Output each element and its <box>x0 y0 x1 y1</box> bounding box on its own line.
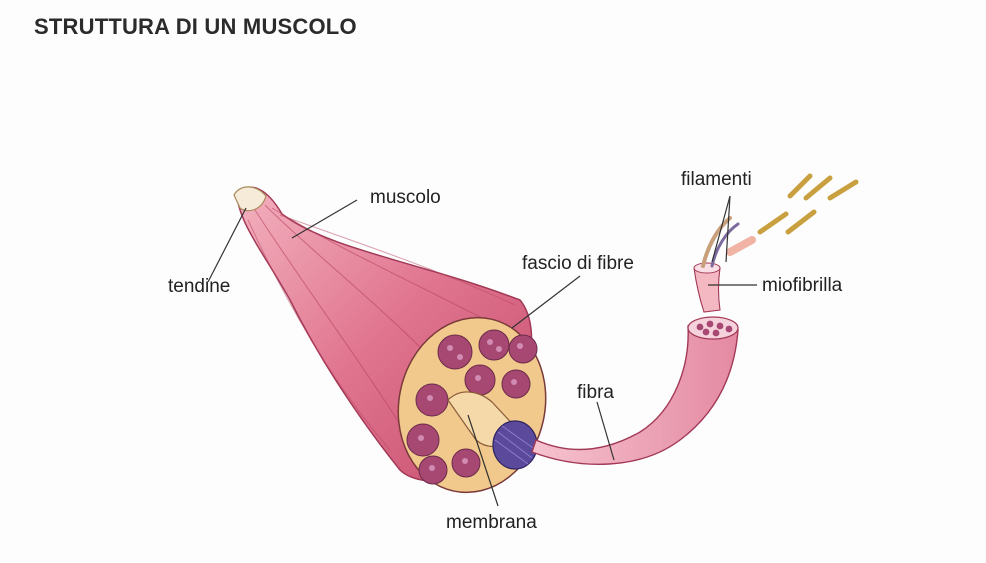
label-miofibrilla: miofibrilla <box>762 275 843 296</box>
filaments <box>701 173 859 268</box>
label-fascio-di-fibre: fascio di fibre <box>522 253 634 274</box>
label-fibra: fibra <box>577 382 614 403</box>
label-filamenti: filamenti <box>681 169 752 190</box>
leader-lines <box>207 195 757 507</box>
single-fiber <box>531 316 739 465</box>
label-membrana: membrana <box>446 512 537 533</box>
myofibril <box>693 262 721 313</box>
myofibril-bundle <box>492 420 538 470</box>
page-title: STRUTTURA DI UN MUSCOLO <box>34 14 357 39</box>
label-tendine: tendine <box>168 276 230 297</box>
label-muscolo: muscolo <box>370 187 441 208</box>
